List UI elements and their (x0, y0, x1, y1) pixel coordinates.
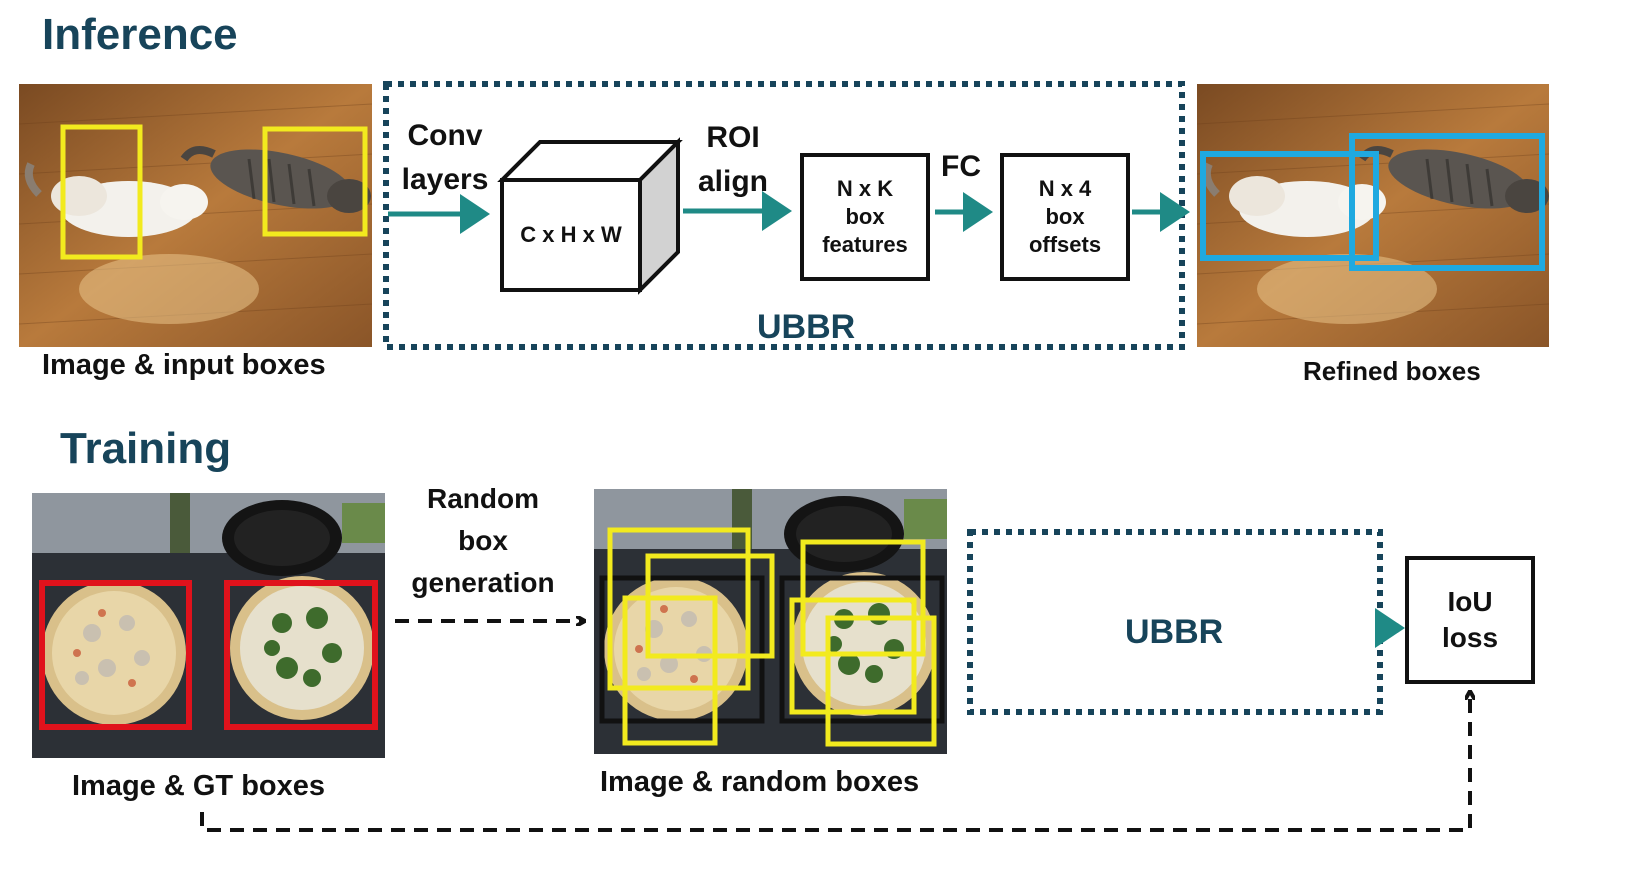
refined-box-1 (1200, 151, 1379, 261)
conv-label: Conv layers (401, 119, 489, 196)
random-box-2 (645, 553, 775, 659)
gt-caption: Image & GT boxes (72, 770, 326, 802)
feature-map-cube (497, 137, 683, 295)
refined-box-2 (1349, 133, 1545, 271)
random-box-1 (607, 527, 751, 691)
gt-box-2 (224, 580, 378, 730)
roi-label: ROI align (697, 121, 768, 198)
ubbr-inference-label: UBBR (757, 308, 856, 346)
input-box-2 (262, 126, 368, 237)
random-box-6 (825, 615, 937, 747)
random-caption: Image & random boxes (600, 766, 920, 798)
gt-feedback-arrow (200, 692, 1470, 832)
box-offsets-block: N x 4 box offsets (1000, 153, 1130, 281)
box-features-block: N x K box features (800, 153, 930, 281)
random-gt-box-2 (779, 575, 945, 724)
refined-caption: Refined boxes (1303, 356, 1481, 386)
cats-refined-image (1197, 84, 1549, 347)
fc-label: FC (941, 150, 981, 183)
inference-title: Inference (42, 10, 238, 59)
training-title: Training (60, 424, 232, 473)
ubbr-training-label: UBBR (1125, 613, 1224, 651)
pizza-random-image (594, 489, 947, 754)
pizza-gt-image (32, 493, 385, 758)
random-gen-label: Random box generation (411, 483, 555, 598)
random-gt-box-1 (599, 575, 765, 724)
random-box-3 (622, 595, 718, 746)
feature-map-label: C x H x W (520, 222, 622, 247)
input-caption: Image & input boxes (42, 349, 326, 381)
random-box-5 (789, 597, 917, 715)
gt-box-1 (39, 580, 192, 730)
ubbr-training-frame (967, 529, 1383, 715)
input-box-1 (60, 124, 143, 260)
iou-loss-block: IoU loss (1405, 556, 1535, 684)
